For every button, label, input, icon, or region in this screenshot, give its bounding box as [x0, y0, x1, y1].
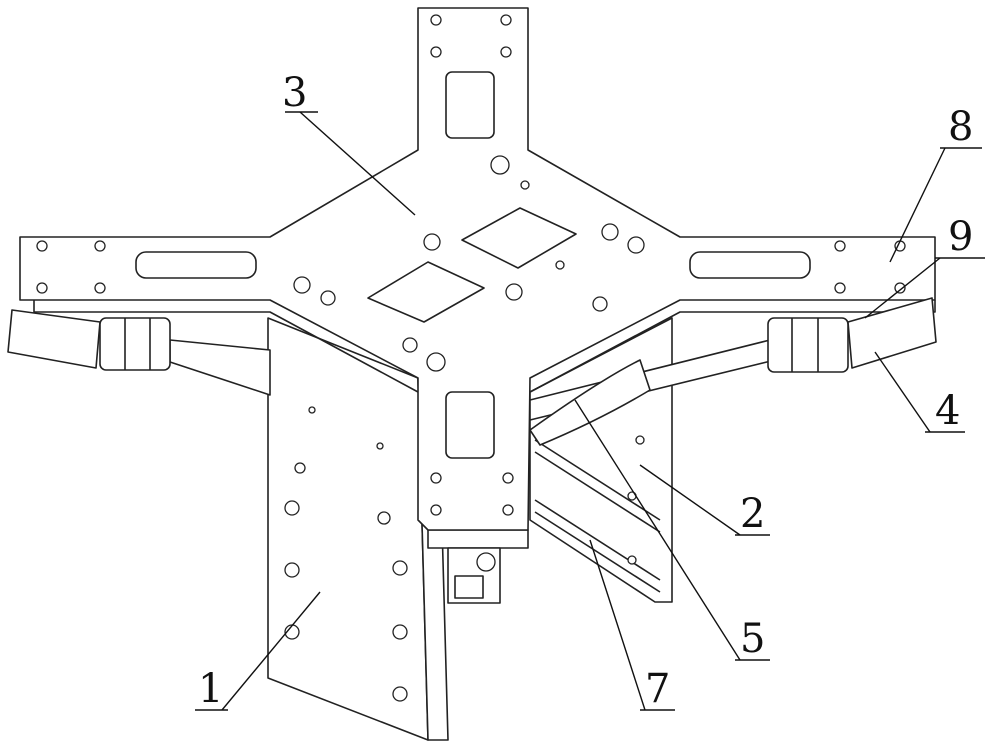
motor-left [8, 310, 170, 370]
label-7: 7 [645, 666, 670, 712]
motor-right-4 [768, 298, 936, 372]
label-4: 4 [935, 388, 960, 434]
label-2: 2 [740, 491, 765, 537]
label-8: 8 [948, 104, 973, 150]
label-5: 5 [740, 616, 765, 662]
label-3: 3 [282, 70, 307, 116]
label-9: 9 [948, 214, 973, 260]
cross-plate-3 [20, 8, 935, 530]
label-1: 1 [198, 666, 223, 712]
callout-4: 4 [875, 352, 965, 434]
